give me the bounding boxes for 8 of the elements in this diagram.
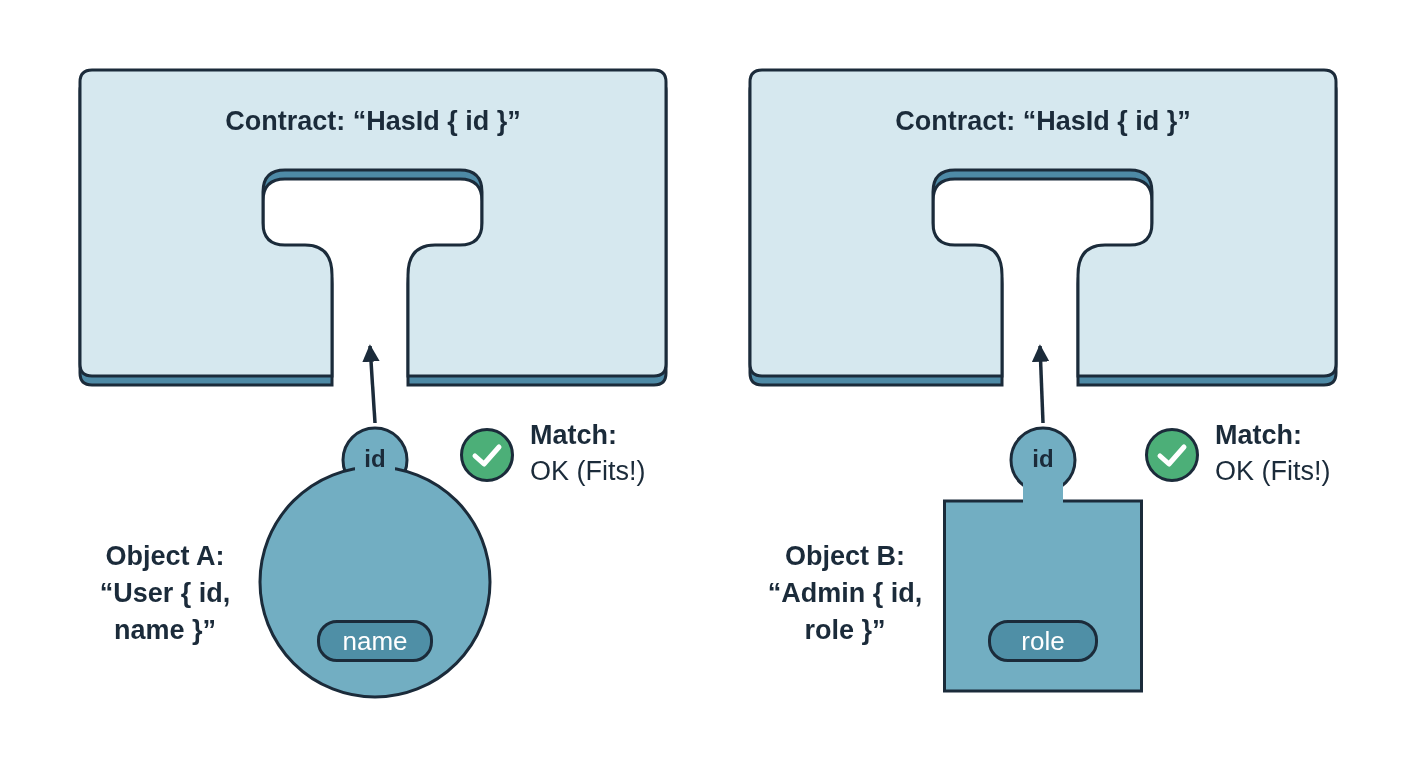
object-caption: Object B: “Admin { id, role }” bbox=[766, 540, 924, 647]
status-text: OK (Fits!) bbox=[1215, 456, 1331, 487]
status-heading: Match: bbox=[530, 420, 617, 451]
tab-label: id bbox=[1031, 445, 1055, 473]
object-caption: Object A: “User { id, name }” bbox=[98, 540, 232, 647]
status-heading: Match: bbox=[1215, 420, 1302, 451]
tab-label: id bbox=[363, 445, 387, 473]
status-text: OK (Fits!) bbox=[530, 456, 646, 487]
